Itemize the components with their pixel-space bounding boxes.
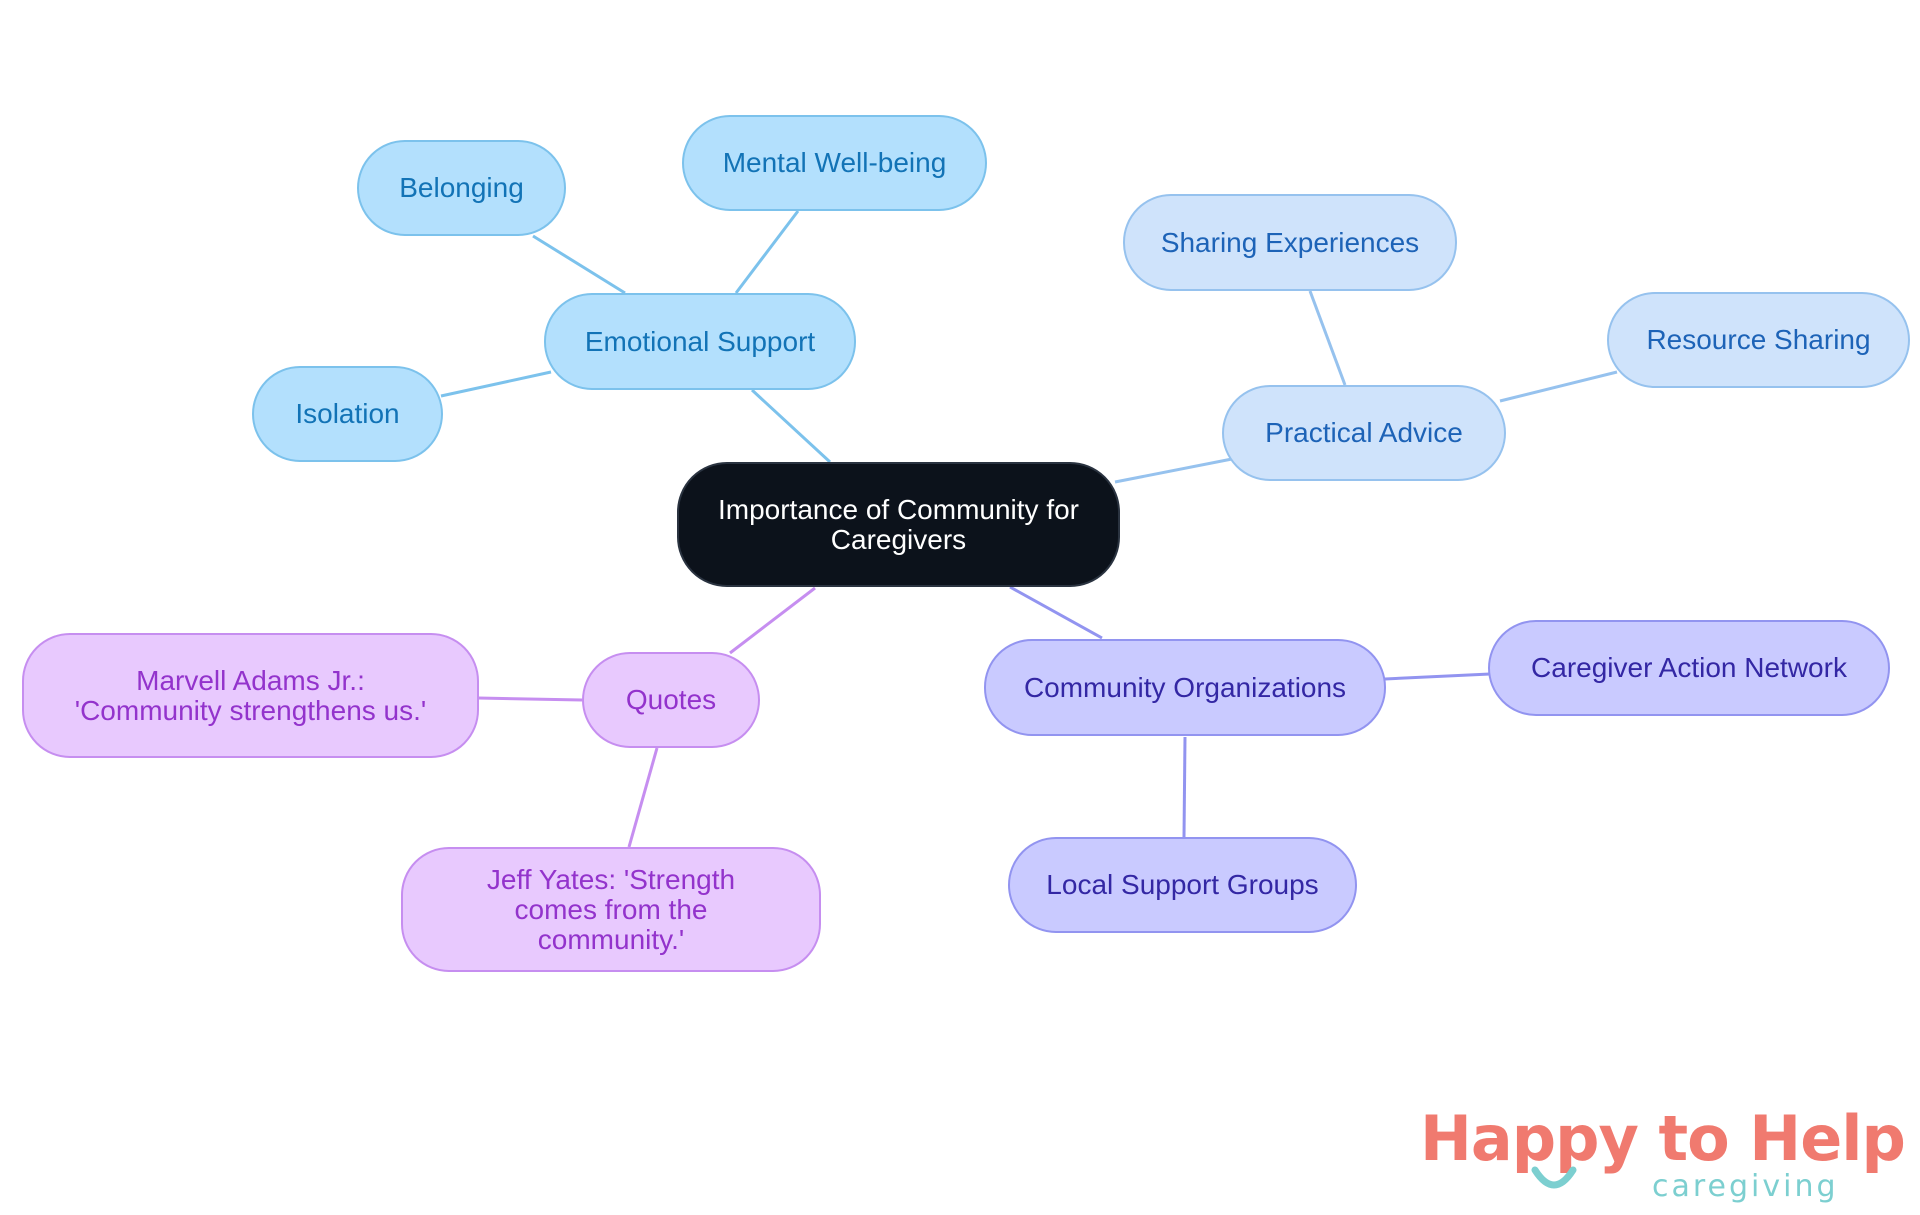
- edge-community-local-support-groups: [1182, 736, 1187, 838]
- edge-emotional-mental-wellbeing: [734, 210, 800, 294]
- edge-quotes-marvell-adams: [477, 696, 583, 702]
- leaf-node-sharing-experiences: Sharing Experiences: [1123, 194, 1457, 291]
- leaf-node-resource-sharing: Resource Sharing: [1607, 292, 1910, 388]
- root-node: Importance of Community for Caregivers: [677, 462, 1120, 587]
- branch-node-quotes: Quotes: [582, 652, 760, 748]
- edge-practical-sharing-experiences: [1308, 290, 1347, 386]
- edge-root-emotional-support: [750, 388, 832, 464]
- leaf-node-quote-jeff-yates: Jeff Yates: 'Strength comes from the com…: [401, 847, 821, 972]
- branch-node-practical-advice: Practical Advice: [1222, 385, 1506, 481]
- leaf-node-belonging: Belonging: [357, 140, 566, 236]
- smile-icon: [1531, 1166, 1577, 1189]
- edge-emotional-isolation: [440, 370, 552, 398]
- leaf-node-local-support-groups: Local Support Groups: [1008, 837, 1357, 933]
- edge-root-practical-advice: [1114, 457, 1233, 484]
- logo-title: Happy to Help: [1420, 1102, 1906, 1175]
- edge-emotional-belonging: [532, 234, 626, 295]
- logo-subtitle: caregiving: [1652, 1169, 1839, 1204]
- leaf-node-mental-well-being: Mental Well-being: [682, 115, 987, 211]
- edge-community-caregiver-action-network: [1384, 672, 1491, 681]
- branch-node-community-organizations: Community Organizations: [984, 639, 1386, 736]
- branch-node-emotional-support: Emotional Support: [544, 293, 856, 390]
- brand-logo: Happy to Help caregiving: [1420, 1108, 1906, 1206]
- edge-root-community-organizations: [1009, 585, 1103, 640]
- leaf-node-isolation: Isolation: [252, 366, 443, 462]
- leaf-node-quote-marvell-adams: Marvell Adams Jr.: 'Community strengthen…: [22, 633, 479, 758]
- edge-practical-resource-sharing: [1499, 370, 1618, 403]
- leaf-node-caregiver-action-network: Caregiver Action Network: [1488, 620, 1890, 716]
- edge-root-quotes: [729, 586, 816, 655]
- edge-quotes-jeff-yates: [627, 747, 659, 848]
